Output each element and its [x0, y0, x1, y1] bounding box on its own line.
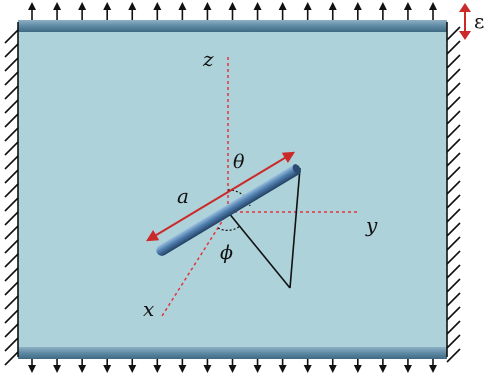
- up-arrow-icon: [429, 2, 437, 20]
- down-arrow-icon: [78, 359, 87, 373]
- z-axis-label: z: [202, 47, 214, 71]
- up-arrow-icon: [178, 2, 187, 20]
- up-arrow-icon: [103, 2, 112, 20]
- down-arrow-icon: [53, 359, 62, 373]
- down-arrow-icon: [128, 359, 137, 373]
- up-arrow-icon: [78, 2, 87, 20]
- down-arrow-icon: [303, 359, 312, 373]
- fiber-length-label: a: [177, 184, 189, 208]
- up-arrow-icon: [403, 2, 412, 20]
- down-arrow-icon: [253, 359, 262, 373]
- x-axis-label: x: [143, 297, 154, 321]
- theta-label: θ: [233, 151, 245, 173]
- down-arrow-icon: [178, 359, 187, 373]
- up-arrow-icon: [303, 2, 312, 20]
- down-arrow-icon: [429, 359, 437, 373]
- down-arrow-icon: [153, 359, 162, 373]
- down-arrow-icon: [103, 359, 112, 373]
- up-arrow-icon: [28, 2, 36, 20]
- bottom-load-bar: [18, 347, 447, 359]
- right-fixed-support-icon: [446, 22, 461, 363]
- down-arrow-icon: [403, 359, 412, 373]
- strain-arrow-icon: [459, 3, 471, 40]
- up-arrow-icon: [353, 2, 362, 20]
- down-arrow-icon: [278, 359, 287, 373]
- down-arrow-icon: [203, 359, 212, 373]
- top-load-bar: [18, 20, 447, 32]
- fiber-length-arrow: [145, 151, 296, 242]
- up-arrow-icon: [53, 2, 62, 20]
- down-arrow-icon: [378, 359, 387, 373]
- left-fixed-support-icon: [4, 22, 19, 366]
- up-arrow-icon: [278, 2, 287, 20]
- bottom-tension-arrows: [28, 359, 437, 373]
- down-arrow-icon: [228, 359, 237, 373]
- down-arrow-icon: [28, 359, 36, 373]
- y-axis-label: y: [365, 213, 378, 237]
- down-arrow-icon: [328, 359, 337, 373]
- top-tension-arrows: [28, 2, 437, 20]
- down-arrow-icon: [353, 359, 362, 373]
- up-arrow-icon: [228, 2, 237, 20]
- up-arrow-icon: [203, 2, 212, 20]
- phi-label: ϕ: [220, 242, 233, 264]
- up-arrow-icon: [378, 2, 387, 20]
- up-arrow-icon: [253, 2, 262, 20]
- up-arrow-icon: [128, 2, 137, 20]
- up-arrow-icon: [328, 2, 337, 20]
- epsilon-label: ε: [474, 9, 484, 33]
- up-arrow-icon: [153, 2, 162, 20]
